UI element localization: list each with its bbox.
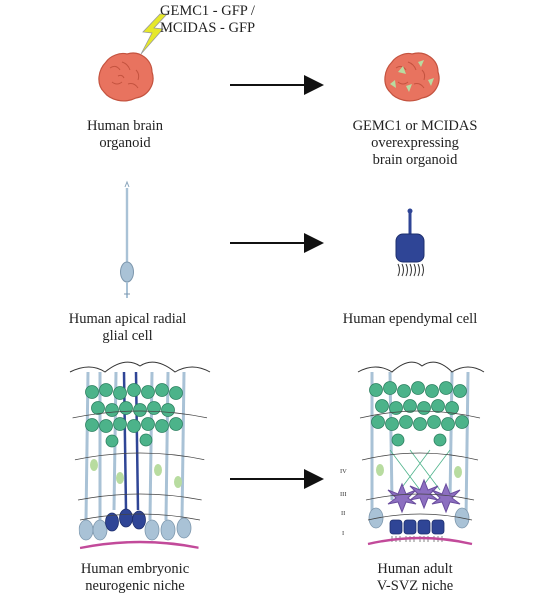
- adult-niche-illustration: IV III II I: [340, 350, 490, 590]
- organoid-after-icon: [385, 53, 439, 101]
- gfp-construct-caption: GEMC1 - GFP / MCIDAS - GFP: [160, 3, 270, 37]
- ependymal-cell-icon: [396, 209, 424, 277]
- layer-numeral: IV: [340, 468, 347, 475]
- organoid-after-label: GEMC1 or MCIDAS overexpressing brain org…: [325, 118, 505, 169]
- organoid-before-icon: [99, 53, 153, 101]
- layer-numeral: III: [340, 491, 347, 498]
- layer-numeral: I: [342, 530, 344, 537]
- organoid-before-label: Human brain organoid: [40, 118, 210, 152]
- niche-before-label: Human embryonic neurogenic niche: [45, 561, 225, 595]
- radial-glial-cell-icon: [121, 182, 134, 298]
- embryonic-niche-illustration: [60, 350, 220, 590]
- cell-before-label: Human apical radial glial cell: [35, 311, 220, 345]
- layer-numeral: II: [341, 510, 345, 517]
- cell-after-label: Human ependymal cell: [315, 311, 505, 328]
- niche-after-label: Human adult V-SVZ niche: [340, 561, 490, 595]
